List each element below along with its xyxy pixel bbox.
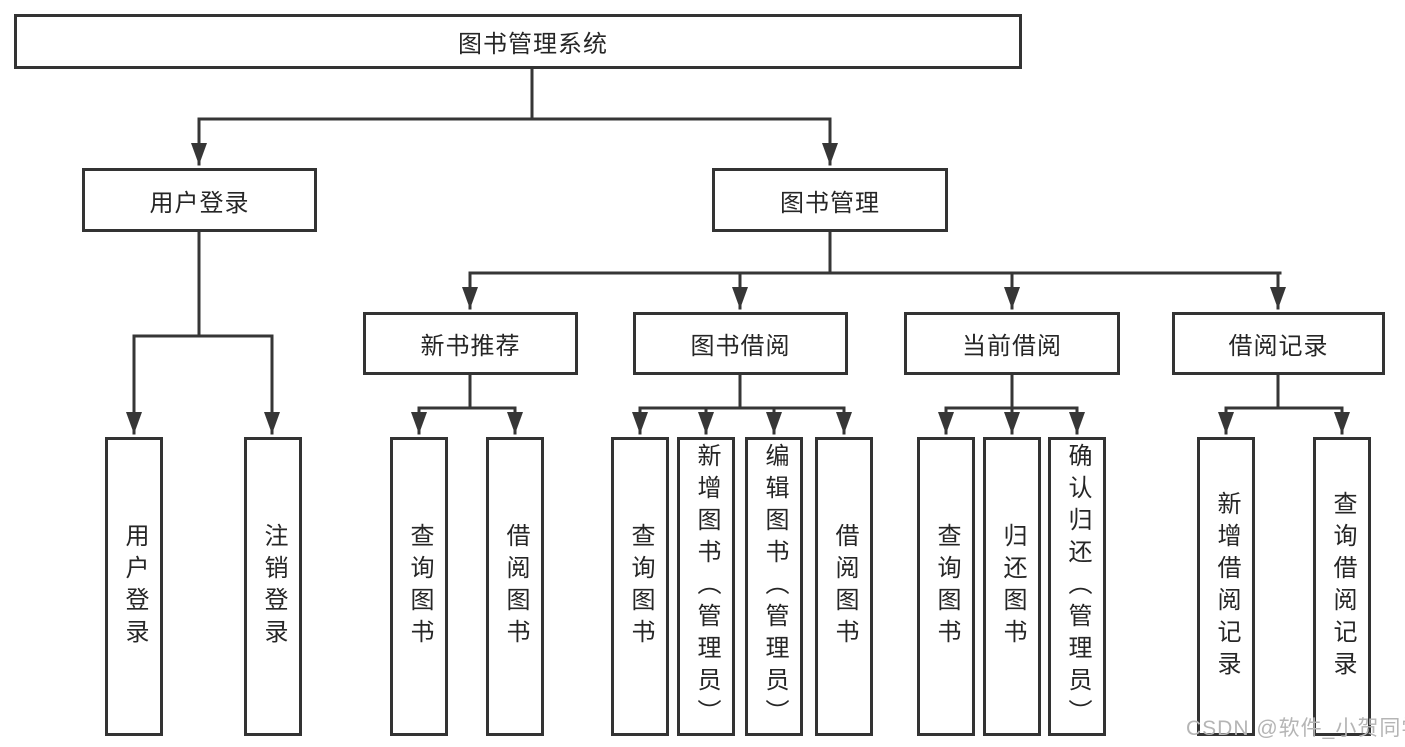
- node-leaf-add-book-admin: 新增图书（管理员）: [677, 437, 735, 736]
- node-label: 借阅图书: [502, 522, 529, 651]
- node-leaf-borrow-books-2: 借阅图书: [815, 437, 873, 736]
- node-label: 图书管理: [780, 189, 880, 217]
- node-label: 编辑图书（管理员）: [761, 442, 788, 731]
- node-label: 图书借阅: [690, 333, 791, 360]
- node-label: 注销登录: [260, 522, 287, 651]
- node-leaf-borrow-books-1: 借阅图书: [486, 437, 544, 736]
- node-label: 用户登录: [121, 522, 148, 651]
- node-label: 查询图书: [406, 522, 433, 651]
- node-label: 确认归还（管理员）: [1064, 442, 1091, 731]
- node-leaf-confirm-return-admin: 确认归还（管理员）: [1048, 437, 1106, 736]
- node-label: 当前借阅: [962, 333, 1062, 360]
- node-label: 归还图书: [999, 522, 1026, 651]
- node-user-login: 用户登录: [82, 168, 317, 232]
- node-book-management: 图书管理: [712, 168, 948, 232]
- node-label: 图书管理系统: [458, 31, 608, 58]
- node-library-system-root: 图书管理系统: [14, 14, 1022, 69]
- node-label: 借阅图书: [831, 522, 858, 651]
- node-label: 借阅记录: [1228, 333, 1329, 360]
- csdn-watermark: CSDN @软件_小贺同学: [1186, 717, 1405, 740]
- node-label: 新书推荐: [420, 333, 521, 360]
- node-label: 查询图书: [933, 522, 960, 651]
- node-label: 新增借阅记录: [1213, 490, 1240, 683]
- node-current-borrowing: 当前借阅: [904, 312, 1120, 375]
- node-leaf-edit-book-admin: 编辑图书（管理员）: [745, 437, 803, 736]
- node-leaf-logout: 注销登录: [244, 437, 302, 736]
- node-book-borrowing: 图书借阅: [633, 312, 848, 375]
- node-leaf-query-books-3: 查询图书: [917, 437, 975, 736]
- node-label: 查询图书: [627, 522, 654, 651]
- node-leaf-query-books-2: 查询图书: [611, 437, 669, 736]
- node-leaf-user-login: 用户登录: [105, 437, 163, 736]
- node-leaf-query-borrow-record: 查询借阅记录: [1313, 437, 1371, 736]
- node-leaf-add-borrow-record: 新增借阅记录: [1197, 437, 1255, 736]
- node-label: 用户登录: [149, 189, 250, 217]
- node-leaf-query-books-1: 查询图书: [390, 437, 448, 736]
- node-new-book-recommend: 新书推荐: [363, 312, 578, 375]
- node-leaf-return-book: 归还图书: [983, 437, 1041, 736]
- node-borrowing-records: 借阅记录: [1172, 312, 1385, 375]
- node-label: 新增图书（管理员）: [693, 442, 720, 731]
- node-label: 查询借阅记录: [1329, 490, 1356, 683]
